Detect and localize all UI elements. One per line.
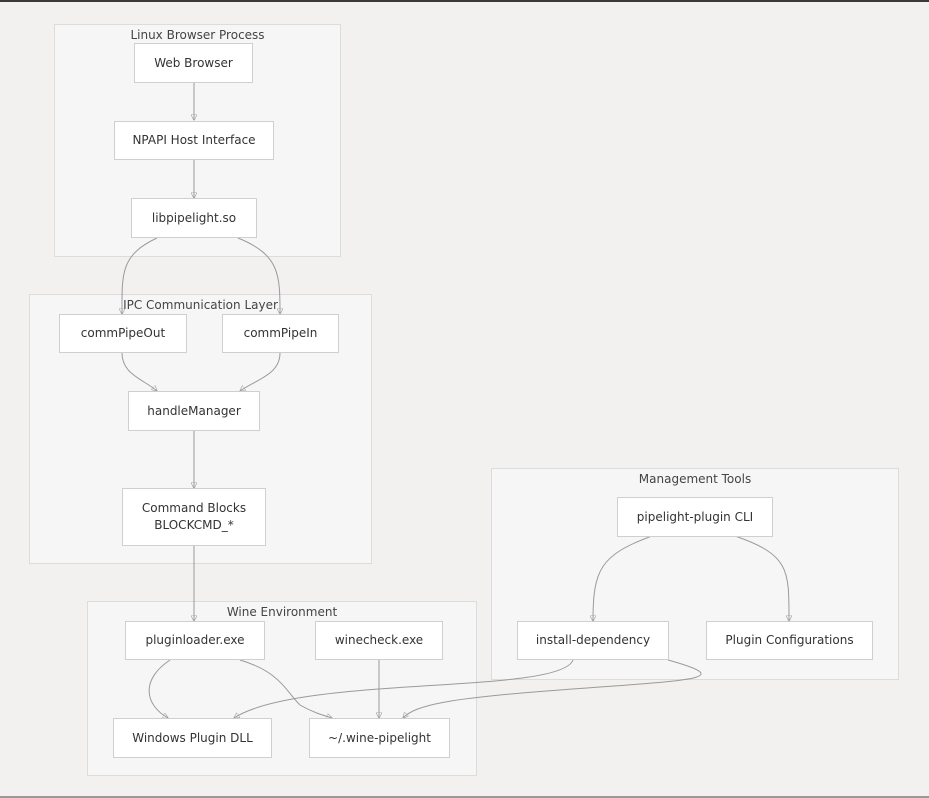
node-web-browser-label: Web Browser [154, 55, 233, 70]
node-plugin-configurations[interactable]: Plugin Configurations [706, 621, 873, 660]
node-pipelight-plugin-cli[interactable]: pipelight-plugin CLI [617, 497, 773, 537]
node-libpipelight[interactable]: libpipelight.so [131, 198, 257, 238]
node-wine-pipelight-label: ~/.wine-pipelight [328, 730, 431, 745]
node-npapi-host-interface[interactable]: NPAPI Host Interface [114, 121, 274, 160]
node-pluginloader[interactable]: pluginloader.exe [125, 621, 265, 660]
node-comm-pipe-out[interactable]: commPipeOut [59, 314, 187, 353]
group-label-linux-browser-process: Linux Browser Process [130, 28, 265, 42]
group-label-wine-environment: Wine Environment [226, 605, 338, 619]
node-comm-pipe-in[interactable]: commPipeIn [222, 314, 339, 353]
node-npapi-host-interface-label: NPAPI Host Interface [132, 133, 256, 147]
node-install-dependency[interactable]: install-dependency [517, 621, 669, 660]
node-command-blocks-label-line2: BLOCKCMD_* [154, 518, 234, 532]
node-command-blocks-label-line1: Command Blocks [141, 501, 247, 515]
node-command-blocks[interactable]: Command Blocks BLOCKCMD_* [122, 488, 266, 546]
node-libpipelight-label: libpipelight.so [151, 210, 237, 225]
node-wine-pipelight[interactable]: ~/.wine-pipelight [309, 718, 450, 758]
group-label-ipc-communication-layer: IPC Communication Layer [123, 298, 278, 312]
node-winecheck[interactable]: winecheck.exe [315, 621, 443, 660]
node-handle-manager-label: handleManager [147, 403, 241, 418]
node-pluginloader-label: pluginloader.exe [145, 633, 245, 647]
node-winecheck-label: winecheck.exe [334, 633, 424, 647]
node-windows-plugin-dll[interactable]: Windows Plugin DLL [113, 718, 272, 758]
node-plugin-configurations-label: Plugin Configurations [725, 633, 854, 647]
node-handle-manager[interactable]: handleManager [128, 391, 260, 431]
top-border [0, 0, 929, 2]
group-label-management-tools: Management Tools [638, 472, 752, 486]
node-install-dependency-label: install-dependency [535, 633, 651, 647]
node-windows-plugin-dll-label: Windows Plugin DLL [132, 730, 253, 745]
node-comm-pipe-in-label: commPipeIn [243, 326, 318, 340]
node-comm-pipe-out-label: commPipeOut [80, 326, 166, 340]
node-pipelight-plugin-cli-label: pipelight-plugin CLI [636, 509, 754, 524]
bottom-border [0, 796, 929, 798]
node-web-browser[interactable]: Web Browser [134, 43, 253, 83]
